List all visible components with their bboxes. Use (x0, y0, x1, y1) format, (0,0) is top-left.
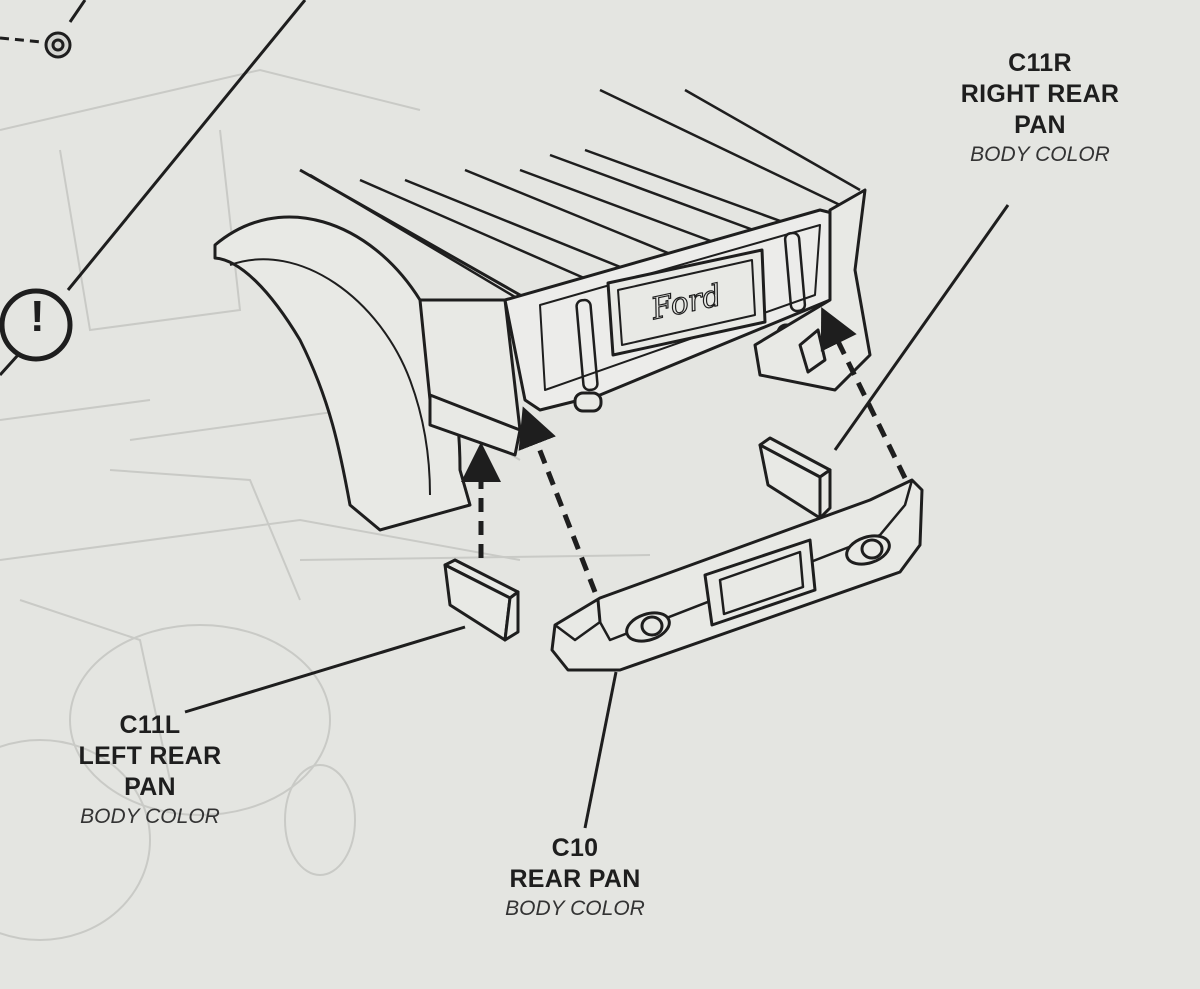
part-color: BODY COLOR (80, 805, 220, 828)
label-c10-rear-pan: C10 REAR PAN BODY COLOR (475, 833, 675, 923)
part-name: LEFT REAR (78, 742, 222, 770)
warning-callout (0, 0, 307, 377)
rear-fender (213, 215, 472, 532)
leader-lines (184, 204, 1010, 829)
warning-symbol: ! (30, 292, 45, 341)
warning-icon (0, 288, 73, 362)
part-code: C11R (1008, 49, 1072, 77)
top-part-reference (0, 0, 87, 59)
part-c10 (550, 478, 924, 672)
assembly-arrow-icon (461, 307, 908, 593)
brand-plate (606, 248, 767, 357)
part-c11r (758, 436, 832, 520)
label-c11l-left-rear-pan: C11L LEFT REAR PAN BODY COLOR (45, 710, 255, 831)
part-name: PAN (124, 773, 176, 801)
bed-floor-ribs (309, 88, 861, 302)
part-color: BODY COLOR (970, 143, 1110, 166)
part-name: REAR PAN (509, 865, 641, 893)
part-color: BODY COLOR (505, 897, 645, 920)
label-c11r-right-rear-pan: C11R RIGHT REAR PAN BODY COLOR (930, 48, 1150, 169)
part-name: PAN (1014, 111, 1066, 139)
part-code: C10 (551, 834, 599, 862)
part-name: RIGHT REAR (960, 80, 1120, 108)
part-c11l (443, 558, 520, 642)
part-code: C11L (119, 711, 181, 739)
